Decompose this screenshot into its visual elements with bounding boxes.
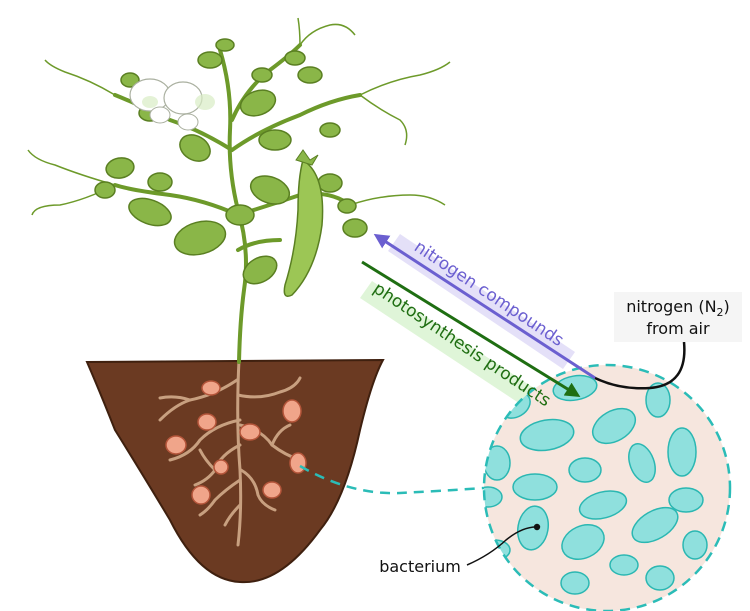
magnified-view — [482, 363, 732, 611]
leaf — [297, 66, 323, 84]
leaf — [128, 197, 172, 227]
bacterium-cell — [645, 565, 675, 591]
leaf — [215, 38, 235, 52]
bacterium-cell — [484, 445, 511, 481]
bacterium-cell — [516, 505, 550, 551]
bacterium-cell — [645, 382, 671, 418]
nodule — [282, 399, 302, 423]
bacterium-cell — [668, 487, 704, 513]
nodule — [197, 413, 217, 431]
nitrogen-air-label: nitrogen (N2) — [626, 297, 730, 319]
leaf — [173, 220, 227, 256]
bacterium-cell — [628, 443, 656, 483]
leaf — [225, 204, 255, 226]
leaf — [239, 89, 277, 117]
photosynthesis-label-highlight — [360, 281, 558, 421]
leaf — [179, 134, 211, 162]
bacterium-cell — [682, 530, 708, 560]
leaf — [147, 172, 173, 192]
nodule — [213, 459, 229, 475]
leaf — [242, 255, 278, 285]
photosynthesis-products-arrow — [361, 260, 581, 397]
nitrogen-compounds-arrow — [373, 233, 596, 380]
bacterium-cell — [519, 418, 575, 452]
nitrogen-air-pointer — [594, 341, 686, 390]
flower — [163, 81, 203, 115]
flowers — [129, 78, 215, 131]
bacterium-cell — [591, 407, 637, 445]
bacterium-cell — [631, 506, 679, 544]
bacterium-cell — [609, 554, 639, 576]
leaf — [284, 50, 306, 66]
leaf — [94, 181, 116, 199]
leaf — [251, 67, 273, 83]
nodule — [289, 452, 307, 474]
bacterium-cell — [484, 486, 503, 508]
soil — [85, 358, 385, 584]
leaf — [258, 129, 292, 151]
leaf — [319, 122, 341, 138]
nitrogen-air-label-line2: from air — [646, 319, 710, 338]
leaf — [249, 175, 291, 205]
nodule — [262, 481, 282, 499]
bacterium-cell — [560, 571, 590, 595]
bacterium-label: bacterium — [379, 557, 461, 576]
bacterium-pointer — [466, 526, 537, 566]
bacterium-cell — [568, 457, 602, 483]
bacterium-cell — [667, 427, 697, 477]
leaf — [342, 218, 368, 238]
leaf — [120, 72, 140, 88]
bacterium-cell — [512, 473, 558, 501]
pod-calyx — [295, 149, 319, 166]
leaf — [317, 173, 343, 193]
leaf — [197, 51, 223, 69]
bacterium-pointer-dot — [533, 523, 541, 531]
magnify-connector — [299, 464, 485, 495]
leaf — [337, 198, 357, 214]
nodule — [201, 380, 221, 396]
nodule — [165, 435, 187, 455]
pea-pod — [283, 158, 324, 297]
bacterium-cell — [561, 524, 605, 560]
leaf — [105, 157, 135, 179]
bacterium-cell — [578, 490, 628, 520]
nodule — [191, 485, 211, 505]
nodule — [239, 423, 261, 441]
nitrogen-air-label-box — [614, 292, 742, 342]
tendrils — [27, 17, 451, 216]
nodules — [165, 380, 307, 505]
